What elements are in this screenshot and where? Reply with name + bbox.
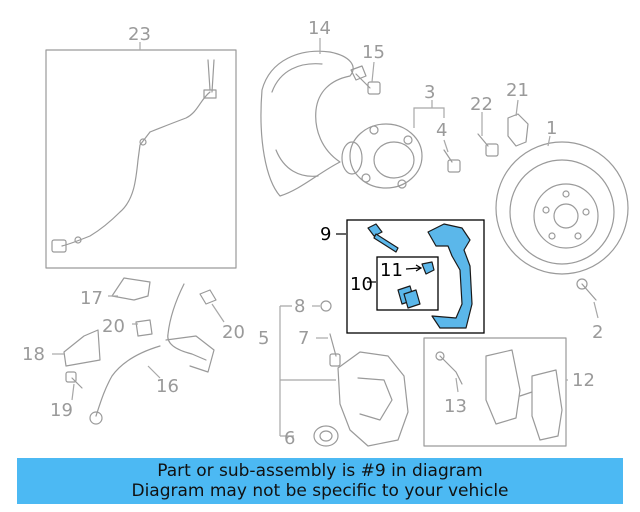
callout-20-right: 20 bbox=[222, 322, 245, 343]
part-1-brake-rotor bbox=[495, 141, 629, 275]
callout-16: 16 bbox=[156, 376, 179, 397]
part-22-bolt bbox=[477, 133, 499, 157]
part-20-clip-right bbox=[199, 289, 217, 305]
callout-7: 7 bbox=[298, 328, 309, 349]
callout-4: 4 bbox=[436, 120, 447, 141]
part-4-bolt bbox=[443, 149, 461, 173]
callout-17: 17 bbox=[80, 288, 103, 309]
part-23-wheel-speed-sensor bbox=[45, 49, 237, 269]
callout-3: 3 bbox=[424, 82, 435, 103]
callout-6: 6 bbox=[284, 428, 295, 449]
callout-19: 19 bbox=[50, 400, 73, 421]
callout-18: 18 bbox=[22, 344, 45, 365]
callout-11: 11 bbox=[380, 260, 403, 281]
callout-20-left: 20 bbox=[102, 316, 125, 337]
callout-12: 12 bbox=[572, 370, 595, 391]
part-9-caliper-bracket-kit bbox=[336, 219, 485, 334]
part-21-bracket bbox=[507, 113, 529, 147]
part-20-clip-left bbox=[135, 319, 153, 337]
callout-21: 21 bbox=[506, 80, 529, 101]
callout-2: 2 bbox=[592, 322, 603, 343]
part-14-brake-dust-shield bbox=[260, 50, 354, 197]
callout-10: 10 bbox=[350, 274, 373, 295]
diagram-notice-banner: Part or sub-assembly is #9 in diagram Di… bbox=[17, 458, 623, 504]
part-5-caliper-group bbox=[279, 300, 409, 447]
callout-23: 23 bbox=[128, 24, 151, 45]
banner-line-1: Part or sub-assembly is #9 in diagram bbox=[157, 461, 483, 481]
callout-labels: 23 14 15 3 4 22 21 1 2 17 18 20 20 16 19… bbox=[22, 18, 603, 449]
callout-14: 14 bbox=[308, 18, 331, 39]
part-12-brake-pads bbox=[423, 337, 567, 447]
part-2-screw bbox=[576, 278, 597, 301]
part-13-wear-sensor bbox=[435, 351, 463, 385]
callout-5: 5 bbox=[258, 328, 269, 349]
leader-lines bbox=[52, 38, 599, 401]
banner-line-2: Diagram may not be specific to your vehi… bbox=[131, 481, 509, 501]
callout-15: 15 bbox=[362, 42, 385, 63]
callout-9: 9 bbox=[320, 224, 331, 245]
callout-8: 8 bbox=[294, 296, 305, 317]
part-3-hub-assembly bbox=[341, 123, 423, 189]
callout-22: 22 bbox=[470, 94, 493, 115]
callout-13: 13 bbox=[444, 396, 467, 417]
part-15-bolt bbox=[350, 65, 381, 95]
part-19-bolt bbox=[65, 371, 83, 389]
part-16-brake-hose bbox=[89, 283, 215, 425]
part-18-bracket bbox=[63, 329, 101, 367]
part-17-bracket bbox=[111, 277, 151, 301]
callout-1: 1 bbox=[546, 118, 557, 139]
